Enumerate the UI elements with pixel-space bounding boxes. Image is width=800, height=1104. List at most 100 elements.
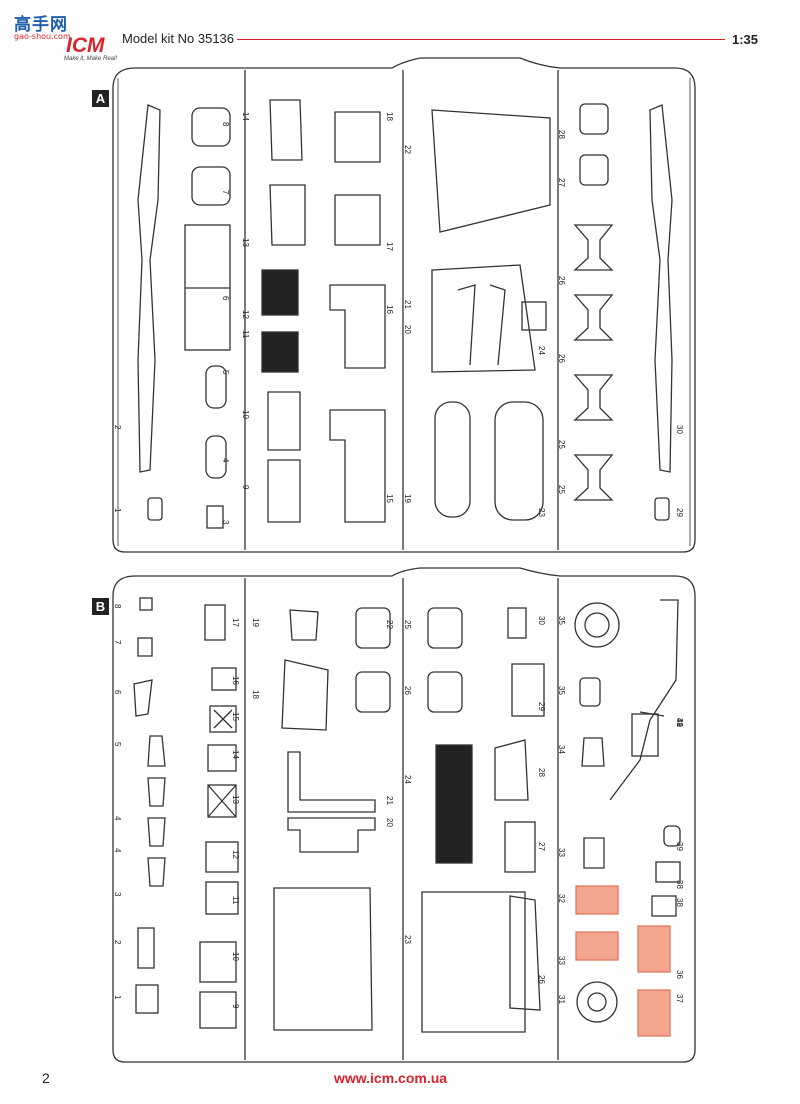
sprue-b-label: B bbox=[92, 598, 109, 615]
part-number-label: 32 bbox=[557, 894, 566, 903]
part-b15 bbox=[209, 705, 237, 733]
part-b10 bbox=[199, 941, 237, 983]
part-number-label: 26 bbox=[537, 975, 546, 984]
part-number-label: 1 bbox=[113, 995, 122, 1000]
part-a1-small bbox=[147, 497, 163, 521]
part-number-label: 24 bbox=[537, 346, 546, 355]
part-number-label: 6 bbox=[221, 296, 230, 301]
part-b35-2 bbox=[581, 737, 605, 767]
part-a9-plate bbox=[267, 459, 301, 523]
part-b12 bbox=[205, 841, 239, 873]
part-b28 bbox=[504, 821, 536, 873]
part-b23 bbox=[355, 607, 391, 649]
part-b30 bbox=[511, 663, 545, 717]
page-header: 高手网 gao-shou.com ICM Make it, Make Real!… bbox=[0, 0, 800, 62]
part-number-label: 26 bbox=[403, 686, 412, 695]
part-b35 bbox=[579, 677, 601, 707]
part-number-label: 19 bbox=[251, 618, 260, 627]
part-b29 bbox=[494, 739, 529, 801]
part-number-label: 12 bbox=[231, 850, 240, 859]
part-b37-wheel bbox=[574, 602, 620, 648]
part-a2-chassis-rail-left bbox=[137, 104, 161, 473]
part-number-label: 3 bbox=[221, 520, 230, 525]
part-number-label: 21 bbox=[403, 300, 412, 309]
part-b1 bbox=[135, 984, 159, 1014]
part-number-label: 18 bbox=[251, 690, 260, 699]
part-number-label: 3 bbox=[113, 892, 122, 897]
part-number-label: 9 bbox=[241, 485, 250, 490]
part-number-label: 21 bbox=[385, 796, 394, 805]
brand-logo: ICM bbox=[66, 34, 105, 57]
part-number-label: 7 bbox=[221, 190, 230, 195]
sprue-a-label: A bbox=[92, 90, 109, 107]
part-a25-axle-bracket bbox=[573, 374, 614, 421]
part-b17 bbox=[204, 604, 226, 641]
part-b8 bbox=[139, 597, 153, 611]
part-number-label: 41 bbox=[675, 718, 684, 727]
part-a13-engine-half bbox=[269, 184, 306, 246]
brand-tagline: Make it, Make Real! bbox=[64, 56, 118, 62]
part-number-label: 19 bbox=[403, 494, 412, 503]
part-number-label: 8 bbox=[221, 122, 230, 127]
site-name: 高手网 bbox=[14, 15, 68, 35]
part-a24-bracket bbox=[521, 301, 547, 331]
part-number-label: 30 bbox=[675, 425, 684, 434]
part-a4-tank bbox=[205, 435, 227, 479]
footer-url[interactable]: www.icm.com.ua bbox=[334, 1070, 448, 1086]
part-number-label: 5 bbox=[221, 370, 230, 375]
part-b24-panel bbox=[421, 891, 526, 1033]
part-b23-2 bbox=[355, 671, 391, 713]
part-a15-fender bbox=[329, 409, 386, 523]
part-number-label: 33 bbox=[557, 956, 566, 965]
part-number-label: 23 bbox=[537, 508, 546, 517]
part-b22 bbox=[287, 751, 376, 813]
part-number-label: 15 bbox=[231, 712, 240, 721]
part-a19-windshield bbox=[434, 401, 471, 518]
part-number-label: 22 bbox=[403, 145, 412, 154]
part-b38-highlight-2 bbox=[637, 989, 671, 1037]
part-number-label: 22 bbox=[385, 620, 394, 629]
part-number-label: 30 bbox=[537, 616, 546, 625]
sprue-b-frame bbox=[112, 567, 696, 1063]
part-number-label: 6 bbox=[113, 690, 122, 695]
part-a23-window-frame bbox=[494, 401, 544, 521]
part-number-label: 25 bbox=[557, 485, 566, 494]
part-a10-plate bbox=[267, 391, 301, 451]
part-a14-engine-half bbox=[269, 99, 303, 161]
logo: 高手网 gao-shou.com ICM Make it, Make Real! bbox=[6, 6, 118, 64]
part-number-label: 38 bbox=[675, 880, 684, 889]
part-number-label: 36 bbox=[675, 970, 684, 979]
part-b39-2 bbox=[651, 895, 677, 917]
part-number-label: 27 bbox=[557, 178, 566, 187]
part-number-label: 34 bbox=[557, 745, 566, 754]
part-b2 bbox=[137, 927, 155, 969]
part-number-label: 11 bbox=[231, 896, 240, 905]
part-number-label: 28 bbox=[557, 130, 566, 139]
part-number-label: 15 bbox=[385, 494, 394, 503]
part-number-label: 29 bbox=[537, 702, 546, 711]
part-number-label: 20 bbox=[403, 325, 412, 334]
part-number-label: 1 bbox=[113, 508, 122, 513]
part-a18-engine-block bbox=[334, 111, 381, 163]
part-b33-highlight-2 bbox=[575, 931, 619, 961]
part-b39 bbox=[655, 861, 681, 883]
part-b32-wheel bbox=[576, 981, 618, 1023]
part-b26 bbox=[427, 607, 463, 649]
site-domain: gao-shou.com bbox=[14, 32, 71, 41]
part-b4-2 bbox=[147, 817, 166, 847]
part-number-label: 4 bbox=[221, 458, 230, 463]
part-a5-tank bbox=[205, 365, 227, 409]
part-a17-engine-block bbox=[334, 194, 381, 246]
part-b25-grille bbox=[435, 744, 473, 864]
part-number-label: 7 bbox=[113, 640, 122, 645]
part-b3 bbox=[147, 857, 166, 887]
part-a21-cab-side bbox=[431, 264, 536, 373]
part-number-label: 35 bbox=[557, 686, 566, 695]
part-b9 bbox=[199, 991, 237, 1029]
part-b33-highlight bbox=[575, 885, 619, 915]
part-number-label: 18 bbox=[385, 112, 394, 121]
part-a7-panel bbox=[191, 166, 231, 206]
part-number-label: 14 bbox=[241, 112, 250, 121]
